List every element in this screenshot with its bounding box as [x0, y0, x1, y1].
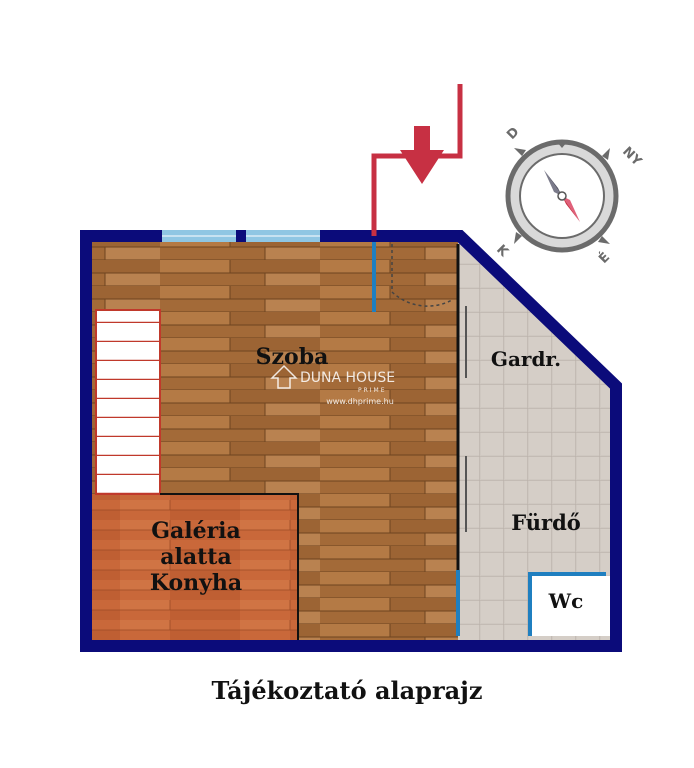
label-bathroom: Fürdő: [511, 510, 581, 535]
compass-label-w: NY: [619, 144, 644, 169]
wc-walls: [528, 572, 606, 636]
label-wc: Wc: [548, 589, 584, 613]
watermark-sub: PRIME: [358, 387, 387, 394]
duna-house-logo-icon: [270, 364, 298, 389]
watermark-url: www.dhprime.hu: [326, 397, 394, 406]
label-szoba: Szoba: [256, 344, 329, 370]
staircase-outline: [95, 309, 161, 495]
wc-floor: [532, 576, 610, 636]
compass-label-n: É: [596, 249, 614, 267]
compass-icon: [505, 139, 619, 253]
label-gallery-line2: alatta: [160, 544, 231, 570]
door-arc-entrance: [391, 244, 453, 307]
room-floor-kitchen: [92, 494, 298, 642]
kitchen-border: [160, 493, 299, 642]
watermark: DUNA HOUSE PRIME www.dhprime.hu: [270, 364, 395, 406]
label-gardrobe: Gardr.: [491, 347, 561, 371]
label-gallery-line3: Konyha: [150, 570, 242, 596]
compass-label-e: K: [493, 242, 511, 260]
label-gallery-line1: Galéria: [151, 518, 241, 544]
compass-label-s: D: [504, 124, 522, 142]
entrance-arrow-icon: [400, 126, 444, 184]
staircase: [96, 310, 160, 494]
watermark-brand: DUNA HOUSE: [300, 370, 395, 386]
outer-walls: [80, 230, 622, 652]
plan-caption: Tájékoztató alaprajz: [211, 676, 483, 705]
room-floor-bathroom: [458, 240, 616, 642]
